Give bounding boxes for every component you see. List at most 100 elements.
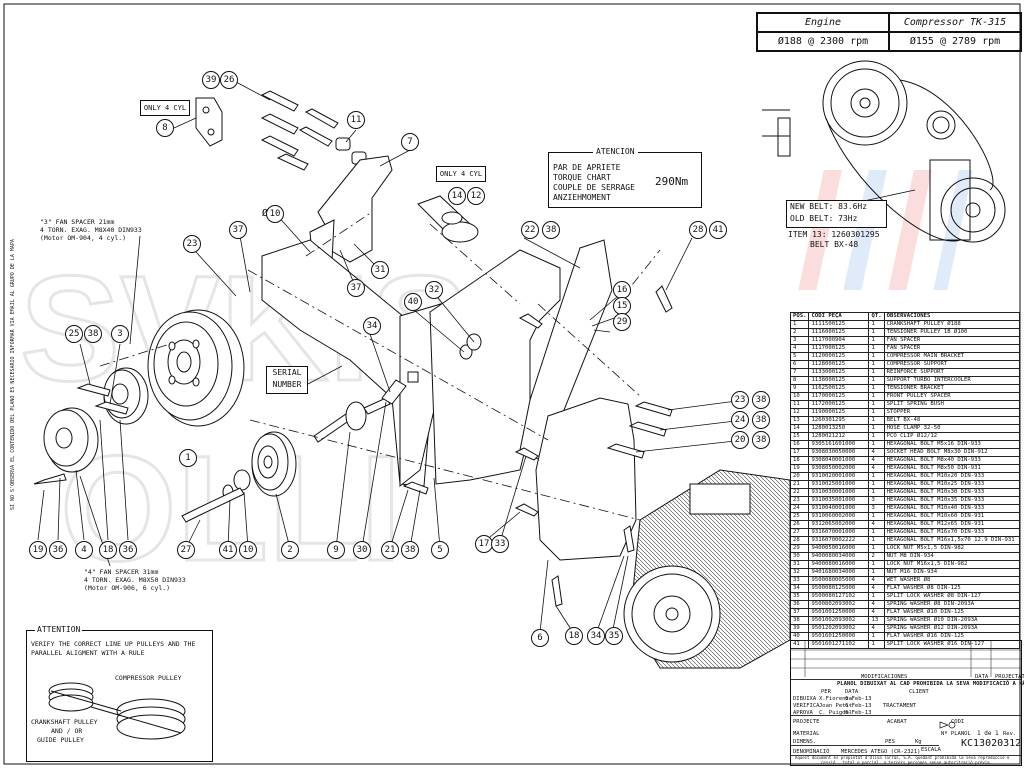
- parts-cell-pos: 31: [789, 560, 810, 569]
- compressor-label: Compressor TK-315: [889, 13, 1021, 32]
- parts-cell-code: 1172000125: [808, 400, 870, 409]
- tb-escala: ESCALA: [921, 747, 941, 753]
- parts-cell-qty: 4: [868, 624, 885, 633]
- parts-cell-obs: SPLIT SPRING BUSH: [883, 400, 1021, 409]
- parts-cell-obs: SUPPORT TURBO INTERCOOLER: [883, 376, 1021, 385]
- balloon-30: 30: [353, 541, 371, 559]
- balloon-7: 7: [401, 133, 419, 151]
- parts-cell-obs: HEXAGONAL BOLT M10x35 DIN-933: [883, 496, 1021, 505]
- tb-dibuixa: DIBUIXA: [793, 696, 817, 702]
- parts-cell-code: 9312065002000: [808, 520, 870, 529]
- balloon-35: 35: [605, 627, 623, 645]
- number-label: NUMBER: [272, 380, 302, 389]
- balloon-38: 38: [401, 541, 419, 559]
- balloon-34: 34: [363, 317, 381, 335]
- parts-cell-pos: 2: [789, 328, 810, 337]
- parts-cell-code: 9501001250000: [808, 608, 870, 617]
- parts-cell-pos: 14: [789, 424, 810, 433]
- tb-divider-1: [791, 679, 1021, 680]
- tb-data2: DATA: [845, 689, 859, 695]
- parts-cell-qty: 1: [868, 480, 885, 489]
- parts-cell-qty: 1: [868, 640, 885, 649]
- tb-denominacio-value: MERCEDES ATEGO (CR-2321): [841, 749, 921, 755]
- parts-cell-qty: 3: [868, 504, 885, 513]
- balloon-3: 3: [111, 325, 129, 343]
- parts-cell-code: 1117000904: [808, 336, 870, 345]
- parts-cell-obs: NUT M16 DIN-934: [883, 568, 1021, 577]
- balloon-40: 40: [404, 293, 422, 311]
- stopper-and-clamp: [417, 195, 479, 243]
- tb-drawing-code: KC13020312: [961, 738, 1022, 749]
- parts-cell-obs: CRANKSHAFT PULLEY Ø188: [883, 320, 1021, 329]
- tb-footer-1: Aquest document és propietat d'Oliva Tor…: [795, 755, 1010, 760]
- balloon-38: 38: [752, 431, 770, 449]
- parts-cell-code: 9310030001000: [808, 488, 870, 497]
- parts-cell-code: 9501002093002: [808, 616, 870, 625]
- parts-cell-obs: LOCK NUT M16x1,5 DIN-982: [883, 560, 1021, 569]
- parts-cell-code: 9500802093002: [808, 600, 870, 609]
- balloon-36: 36: [119, 541, 137, 559]
- parts-cell-qty: 1: [868, 440, 885, 449]
- tb-aprova: APROVA: [793, 710, 813, 716]
- tensioner-pulley: [251, 431, 297, 497]
- parts-cell-pos: 17: [789, 448, 810, 457]
- parts-cell-pos: 24: [789, 504, 810, 513]
- projection-symbol-icon: [939, 721, 956, 729]
- parts-cell-code: 1138000125: [808, 376, 870, 385]
- compressor-value: Ø155 @ 2789 rpm: [889, 32, 1021, 51]
- compressor: [623, 469, 791, 669]
- parts-cell-obs: FAN SPACER: [883, 336, 1021, 345]
- tb-data: DATA: [975, 674, 989, 680]
- side-notice: SI NO S'OBSERVA EL CONTENIDO DEL PLANO E…: [10, 239, 16, 510]
- parts-cell-qty: 4: [868, 584, 885, 593]
- parts-cell-code: 9308040001000: [808, 456, 870, 465]
- fan-spacer-4-note: "4" FAN SPACER 31mm 4 TORN. EXAG. M8X50 …: [84, 568, 186, 592]
- parts-cell-code: 9501202093002: [808, 624, 870, 633]
- balloon-38: 38: [752, 391, 770, 409]
- tb-planol: Nº PLANOL: [941, 731, 971, 737]
- fan3-line-2: 4 TORN. EXAG. M8X40 DIN933: [40, 226, 142, 234]
- balloon-18: 18: [565, 627, 583, 645]
- right-side-bolts: [514, 285, 673, 607]
- parts-cell-pos: 5: [789, 352, 810, 361]
- parts-cell-qty: 1: [868, 336, 885, 345]
- parts-cell-qty: 4: [868, 456, 885, 465]
- balloon-41: 41: [219, 541, 237, 559]
- parts-cell-pos: 19: [789, 464, 810, 473]
- parts-cell-qty: 4: [868, 520, 885, 529]
- balloon-37: 37: [229, 221, 247, 239]
- item13-text: ITEM 13: 1260301295: [788, 230, 880, 239]
- balloon-19: 19: [29, 541, 47, 559]
- parts-cell-obs: FRONT PULLEY SPACER: [883, 392, 1021, 401]
- attention-box: ATTENTION VERIFY THE CORRECT LINE UP PUL…: [26, 625, 213, 762]
- tb-codi: CODI: [951, 719, 965, 725]
- parts-cell-qty: 4: [868, 600, 885, 609]
- torque-value: 290Nm: [655, 175, 689, 188]
- parts-cell-obs: HEXAGONAL BOLT M16x1,5x70 12.9 DIN-931: [883, 536, 1021, 545]
- parts-cell-qty: 1: [868, 568, 885, 577]
- fan4-line-3: (Motor OM-906, 6 cyl.): [84, 584, 171, 592]
- parts-cell-qty: 1: [868, 392, 885, 401]
- attention-title: ATTENTION: [35, 625, 83, 635]
- balloon-11: 11: [347, 111, 365, 129]
- parts-cell-qty: 1: [868, 432, 885, 441]
- parts-cell-code: 1128000125: [808, 360, 870, 369]
- parts-cell-qty: 1: [868, 536, 885, 545]
- svg-text:OLLI: OLLI: [60, 424, 402, 592]
- balloon-22: 22: [521, 221, 539, 239]
- parts-cell-pos: 12: [789, 408, 810, 417]
- tb-denominacio: DENOMINACIÓ: [793, 749, 830, 755]
- parts-cell-code: 9308030050000: [808, 448, 870, 457]
- parts-cell-pos: 27: [789, 528, 810, 537]
- revision-grid: [791, 641, 1021, 677]
- tb-material: MATERIAL: [793, 731, 820, 737]
